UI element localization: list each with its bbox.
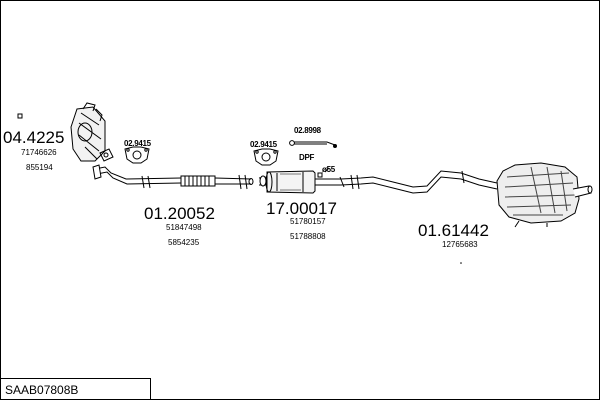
oem-ref-0-0: 71746626 <box>21 148 57 157</box>
oem-ref-0-1: 855194 <box>26 163 53 172</box>
diameter-label: ø55 <box>322 165 335 174</box>
part-number-1: 01.20052 <box>144 204 215 223</box>
oem-ref-3-0: 12765683 <box>442 240 478 249</box>
marker-dot <box>460 262 462 264</box>
dpf-label: DPF <box>299 153 315 162</box>
gasket-icon-1 <box>124 146 150 164</box>
catalytic-converter-icon <box>70 102 106 162</box>
gasket-icon-2 <box>253 148 279 166</box>
oem-ref-1-0: 51847498 <box>166 223 202 232</box>
rear-silencer-icon <box>496 162 593 228</box>
flex-pipe-icon <box>180 174 254 190</box>
oem-ref-2-0: 51780157 <box>290 217 326 226</box>
part-number-2: 17.00017 <box>266 199 337 218</box>
bracket-label: 02.8998 <box>294 126 321 135</box>
part-number-3: 01.61442 <box>418 221 489 240</box>
marker-square <box>17 113 23 119</box>
bracket-icon <box>289 140 337 148</box>
dpf-icon <box>258 167 345 194</box>
diagram-code: SAAB07808B <box>5 383 79 397</box>
part-number-0: 04.4225 <box>3 128 65 147</box>
rear-pipe-icon <box>340 170 498 194</box>
gasket-label-2: 02.9415 <box>250 140 277 149</box>
oem-ref-1-1: 5854235 <box>168 238 200 247</box>
oem-ref-2-1: 51788808 <box>290 232 326 241</box>
gasket-label-1: 02.9415 <box>124 139 151 148</box>
manifold-flange-icon <box>99 148 114 162</box>
diagram-code-box: SAAB07808B <box>1 378 151 399</box>
front-pipe-icon <box>92 164 182 189</box>
